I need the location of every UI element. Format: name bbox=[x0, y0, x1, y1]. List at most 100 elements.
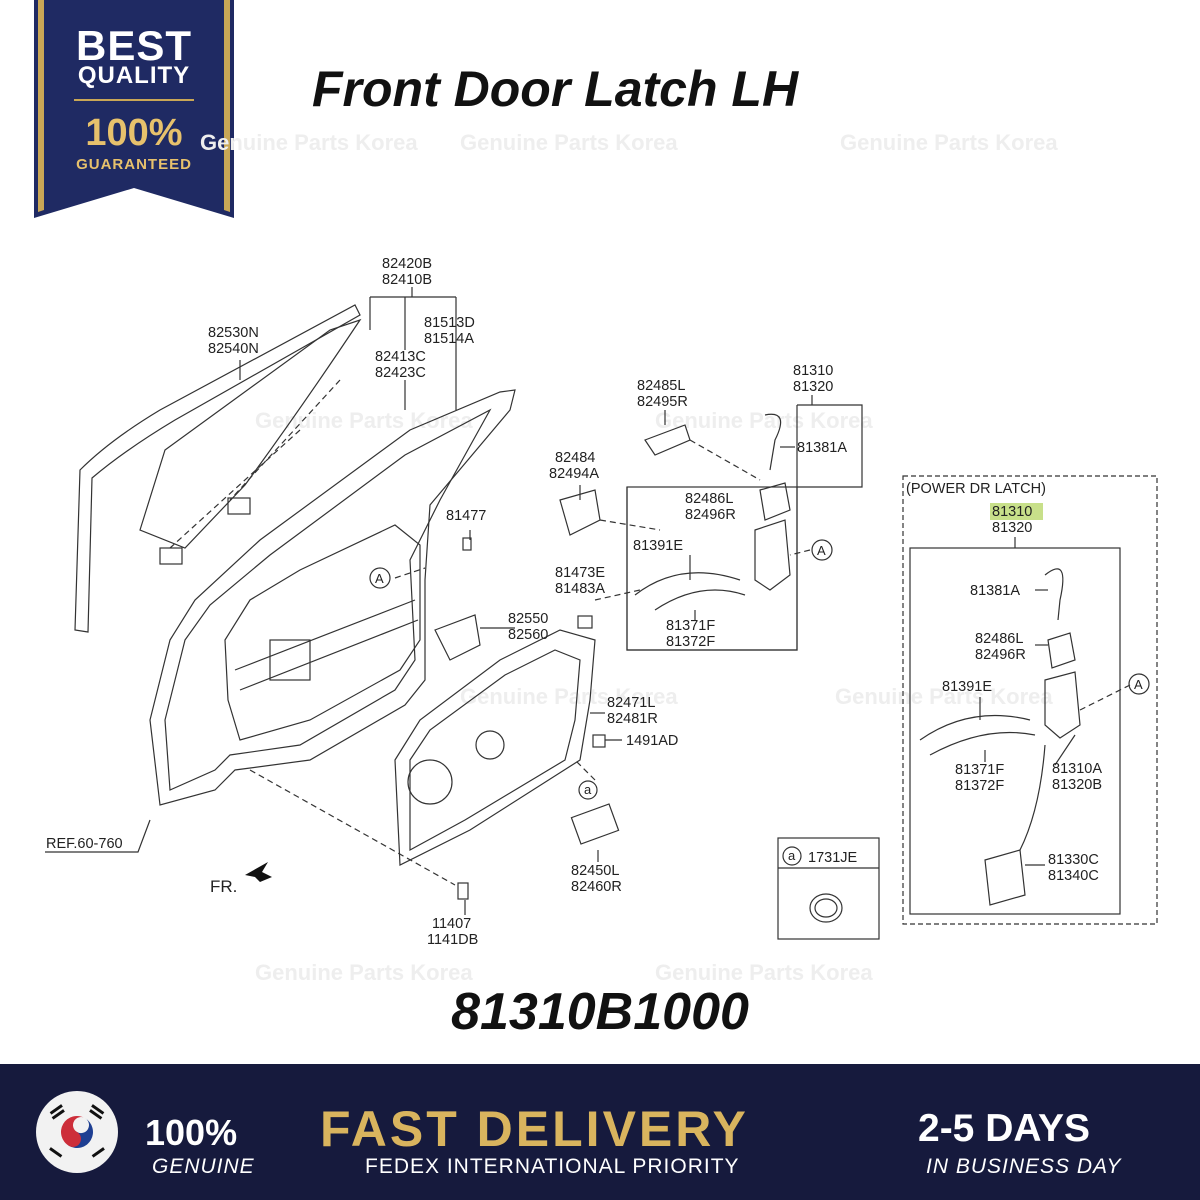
callout-a: A bbox=[1134, 677, 1143, 692]
part-label: 81310 bbox=[793, 363, 833, 379]
hinge-part bbox=[269, 639, 311, 681]
speaker-hole-part bbox=[407, 759, 453, 805]
bolt-part bbox=[462, 537, 472, 551]
part-label: 82530N bbox=[208, 325, 259, 341]
part-label: 11407 bbox=[432, 916, 471, 932]
part-label: 81372F bbox=[666, 634, 715, 650]
cable-part bbox=[634, 572, 741, 596]
latch-part bbox=[1044, 671, 1081, 739]
callout-a: A bbox=[817, 543, 826, 558]
part-label: 81381A bbox=[970, 583, 1020, 599]
power-latch-title: (POWER DR LATCH) bbox=[906, 481, 1046, 497]
part-label: 82410B bbox=[382, 272, 432, 288]
page-title: Front Door Latch LH bbox=[312, 61, 799, 117]
badge-percent: 100% bbox=[85, 112, 183, 154]
part-label: 82450L bbox=[571, 863, 619, 879]
part-label: 81310A bbox=[1052, 761, 1102, 777]
part-label: 81391E bbox=[942, 679, 992, 695]
callout-small-a: a bbox=[584, 782, 592, 797]
business-day-label: IN BUSINESS DAY bbox=[926, 1155, 1122, 1178]
part-label: 81320 bbox=[992, 520, 1032, 536]
delivery-banner bbox=[0, 1064, 1200, 1200]
watermark: Genuine Parts Korea bbox=[655, 960, 873, 985]
part-label: 1731JE bbox=[808, 850, 858, 866]
part-label: 82471L bbox=[607, 695, 655, 711]
door-frame-part bbox=[149, 389, 516, 806]
watermark: Genuine Parts Korea bbox=[460, 684, 678, 709]
ref-label: REF.60-760 bbox=[46, 836, 123, 852]
part-label: 81477 bbox=[446, 508, 486, 524]
part-label: 82460R bbox=[571, 879, 622, 895]
part-label: 81381A bbox=[797, 440, 847, 456]
cable-part bbox=[654, 589, 746, 611]
genuine-label: GENUINE bbox=[152, 1155, 255, 1178]
part-label: 1141DB bbox=[427, 932, 478, 948]
watermark: Genuine Parts Korea bbox=[255, 960, 473, 985]
part-label: 82494A bbox=[549, 466, 599, 482]
latch-cover-part bbox=[759, 482, 791, 521]
part-highlight bbox=[990, 503, 1043, 520]
part-label: 81320 bbox=[793, 379, 833, 395]
part-label: 81330C bbox=[1048, 852, 1099, 868]
delivery-days: 2-5 DAYS bbox=[918, 1107, 1090, 1150]
seal-part bbox=[809, 893, 843, 923]
part-label: 82486L bbox=[685, 491, 733, 507]
part-label: 81473E bbox=[555, 565, 605, 581]
badge-quality: QUALITY bbox=[77, 62, 191, 89]
part-label: 82560 bbox=[508, 627, 548, 643]
part-label: 82486L bbox=[975, 631, 1023, 647]
run-channel-part bbox=[74, 304, 361, 633]
part-label: 82413C bbox=[375, 349, 426, 365]
glass-clip-part bbox=[227, 497, 251, 515]
callout-small-a: a bbox=[788, 848, 796, 863]
part-label: 81391E bbox=[633, 538, 683, 554]
part-label: 82484 bbox=[555, 450, 595, 466]
part-label: 82495R bbox=[637, 394, 688, 410]
window-motor-part bbox=[570, 803, 620, 845]
part-label: 1491AD bbox=[626, 733, 678, 749]
rod-part bbox=[764, 413, 782, 471]
part-label: 82485L bbox=[637, 378, 685, 394]
part-label: 82496R bbox=[685, 507, 736, 523]
fr-arrow-icon bbox=[245, 862, 272, 882]
fast-delivery-label: FAST DELIVERY bbox=[320, 1101, 749, 1157]
part-label: 81320B bbox=[1052, 777, 1102, 793]
badge-guaranteed: GUARANTEED bbox=[76, 156, 192, 173]
watermark: Genuine Parts Korea bbox=[460, 130, 678, 155]
genuine-percent: 100% bbox=[145, 1112, 238, 1153]
korea-flag-icon bbox=[36, 1091, 118, 1173]
part-label: 81483A bbox=[555, 581, 605, 597]
front-label: FR. bbox=[210, 877, 237, 896]
part-label: 82540N bbox=[208, 341, 259, 357]
part-label: 81371F bbox=[666, 618, 715, 634]
latch-part bbox=[754, 519, 791, 591]
part-label: 81514A bbox=[424, 331, 474, 347]
part-label: 82550 bbox=[508, 611, 548, 627]
cable-part bbox=[929, 731, 1036, 756]
cable-part bbox=[919, 714, 1031, 741]
rod-part bbox=[1044, 568, 1064, 621]
watermark: Genuine Parts Korea bbox=[840, 130, 1058, 155]
part-label-highlighted: 81310 bbox=[992, 504, 1032, 520]
badge-best: BEST bbox=[75, 22, 192, 69]
actuator-part bbox=[984, 849, 1026, 906]
part-label: 81372F bbox=[955, 778, 1004, 794]
handle-part bbox=[644, 424, 691, 456]
part-label: 81513D bbox=[424, 315, 475, 331]
quality-badge bbox=[34, 0, 234, 218]
part-number: 81310B1000 bbox=[451, 983, 749, 1041]
clip-part bbox=[577, 615, 593, 629]
part-label: 82481R bbox=[607, 711, 658, 727]
watermark: Genuine Parts Korea bbox=[835, 684, 1053, 709]
watermark: Genuine Parts Korea bbox=[200, 130, 418, 155]
part-label: 81371F bbox=[955, 762, 1004, 778]
cable-part bbox=[1019, 744, 1046, 851]
part-label: 82496R bbox=[975, 647, 1026, 663]
door-module-part bbox=[394, 629, 596, 866]
bracket-part bbox=[434, 614, 481, 661]
callout-a: A bbox=[375, 571, 384, 586]
clip-part bbox=[592, 734, 606, 748]
part-label: 82423C bbox=[375, 365, 426, 381]
glass-clip-part bbox=[159, 547, 183, 565]
